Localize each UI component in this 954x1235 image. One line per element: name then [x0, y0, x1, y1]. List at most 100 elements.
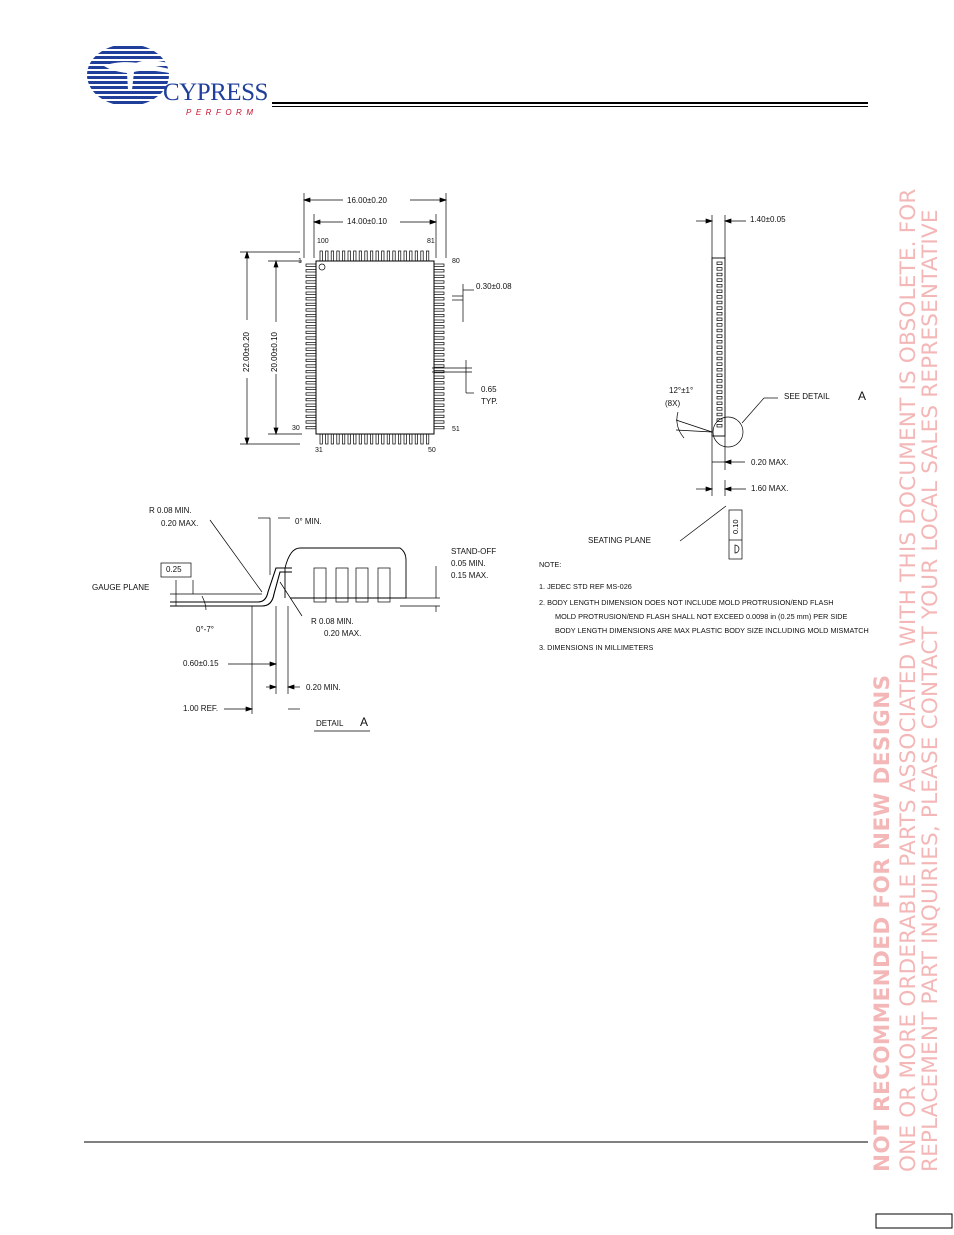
lead-bottom — [336, 433, 340, 445]
coplanarity-box — [728, 509, 743, 560]
lead-left — [305, 319, 317, 323]
header-rule — [272, 102, 868, 104]
lead-left — [305, 347, 317, 351]
gauge-plane-label: GAUGE PLANE — [92, 583, 150, 592]
lead-left — [305, 325, 317, 329]
lead-top — [325, 250, 329, 262]
header-rule-thin — [272, 105, 868, 107]
lead-right — [433, 342, 445, 346]
lead-right — [433, 426, 445, 430]
dim-foot-min: 0.20 MIN. — [306, 683, 341, 692]
lead-left — [305, 263, 317, 267]
side-lead — [716, 384, 723, 389]
detail-foot-angle: 0°-7° — [196, 625, 214, 634]
lead-right — [433, 269, 445, 273]
detail-gauge-value: 0.25 — [166, 565, 182, 574]
lead-right — [433, 308, 445, 312]
lead-left — [305, 358, 317, 362]
lead-bottom — [426, 433, 430, 445]
lead-bottom — [386, 433, 390, 445]
side-lead — [716, 412, 723, 417]
cypress-logo-icon — [87, 44, 176, 106]
lead-bottom — [381, 433, 385, 445]
detail-leads — [313, 567, 391, 603]
lead-right — [433, 263, 445, 267]
pin-label-80: 80 — [452, 258, 460, 265]
lead-right — [433, 386, 445, 390]
see-detail-label: SEE DETAIL — [784, 392, 830, 401]
lead-right — [433, 330, 445, 334]
lead-bottom — [409, 433, 413, 445]
lead-right — [433, 325, 445, 329]
side-lead — [716, 362, 723, 366]
lead-left — [305, 336, 317, 340]
lead-left — [305, 274, 317, 278]
lead-left — [305, 353, 317, 357]
lead-right — [433, 336, 445, 340]
top-lead-row — [305, 250, 445, 445]
lead-top — [403, 250, 407, 262]
lead-right — [433, 314, 445, 318]
lead-bottom — [392, 433, 396, 445]
coplanarity-value: 0.10 — [731, 519, 740, 534]
lead-right — [433, 297, 445, 301]
lead-right — [433, 280, 445, 284]
see-detail-letter: A — [858, 389, 867, 403]
lead-top — [330, 250, 334, 262]
lead-right — [433, 381, 445, 385]
lead-left — [305, 370, 317, 374]
side-lead — [716, 306, 723, 310]
side-lead — [716, 323, 723, 327]
side-lead — [716, 300, 723, 305]
lead-bottom — [353, 433, 357, 445]
lead-right — [433, 358, 445, 362]
side-lead — [716, 272, 723, 277]
lead-right — [433, 392, 445, 396]
lead-top — [398, 250, 402, 262]
dim-lead-width: 0.30±0.08 — [476, 282, 512, 291]
lead-right — [433, 370, 445, 374]
side-lead — [716, 379, 723, 383]
side-body-outline — [711, 257, 726, 437]
lead-left — [305, 302, 317, 306]
notes-title: NOTE: — [539, 560, 562, 569]
side-lead — [716, 328, 723, 333]
detail-angle-min: 0° MIN. — [295, 517, 322, 526]
side-lead — [716, 407, 723, 411]
side-lead — [716, 267, 723, 271]
side-lead — [716, 396, 723, 400]
side-lead — [716, 373, 723, 377]
lead-right — [433, 286, 445, 290]
lead-left — [305, 269, 317, 273]
pin-label-30: 30 — [292, 425, 300, 432]
dim-lead-angle-count: (8X) — [665, 399, 681, 408]
lead-top — [414, 250, 418, 262]
dim-standoff-max: 0.20 MAX. — [751, 458, 789, 467]
lead-bottom — [347, 433, 351, 445]
lead-left — [305, 381, 317, 385]
dim-thickness: 1.40±0.05 — [750, 215, 786, 224]
dim-pitch-typ: TYP. — [481, 397, 498, 406]
lead-top — [381, 250, 385, 262]
standoff-max: 0.15 MAX. — [451, 571, 489, 580]
note-2a: 2. BODY LENGTH DIMENSION DOES NOT INCLUD… — [539, 598, 834, 607]
lead-top — [426, 250, 430, 262]
pin-label-50: 50 — [428, 447, 436, 454]
detail-caption-letter: A — [360, 715, 369, 729]
pin1-marker — [318, 263, 326, 271]
page-number-box — [875, 1213, 953, 1229]
lead-left — [305, 375, 317, 379]
lead-left — [305, 297, 317, 301]
lead-left — [305, 420, 317, 424]
detail-radius-inner-max: 0.20 MAX. — [324, 629, 362, 638]
lead-right — [433, 347, 445, 351]
lead-right — [433, 420, 445, 424]
side-lead — [716, 317, 723, 321]
watermark-line-3: REPLACEMENT PART INQUIRIES, PLEASE CONTA… — [918, 209, 943, 1172]
side-lead — [716, 295, 723, 299]
detail-a-circle — [712, 416, 744, 448]
standoff-label: STAND-OFF — [451, 547, 497, 556]
lead-top — [386, 250, 390, 262]
lead-top — [347, 250, 351, 262]
